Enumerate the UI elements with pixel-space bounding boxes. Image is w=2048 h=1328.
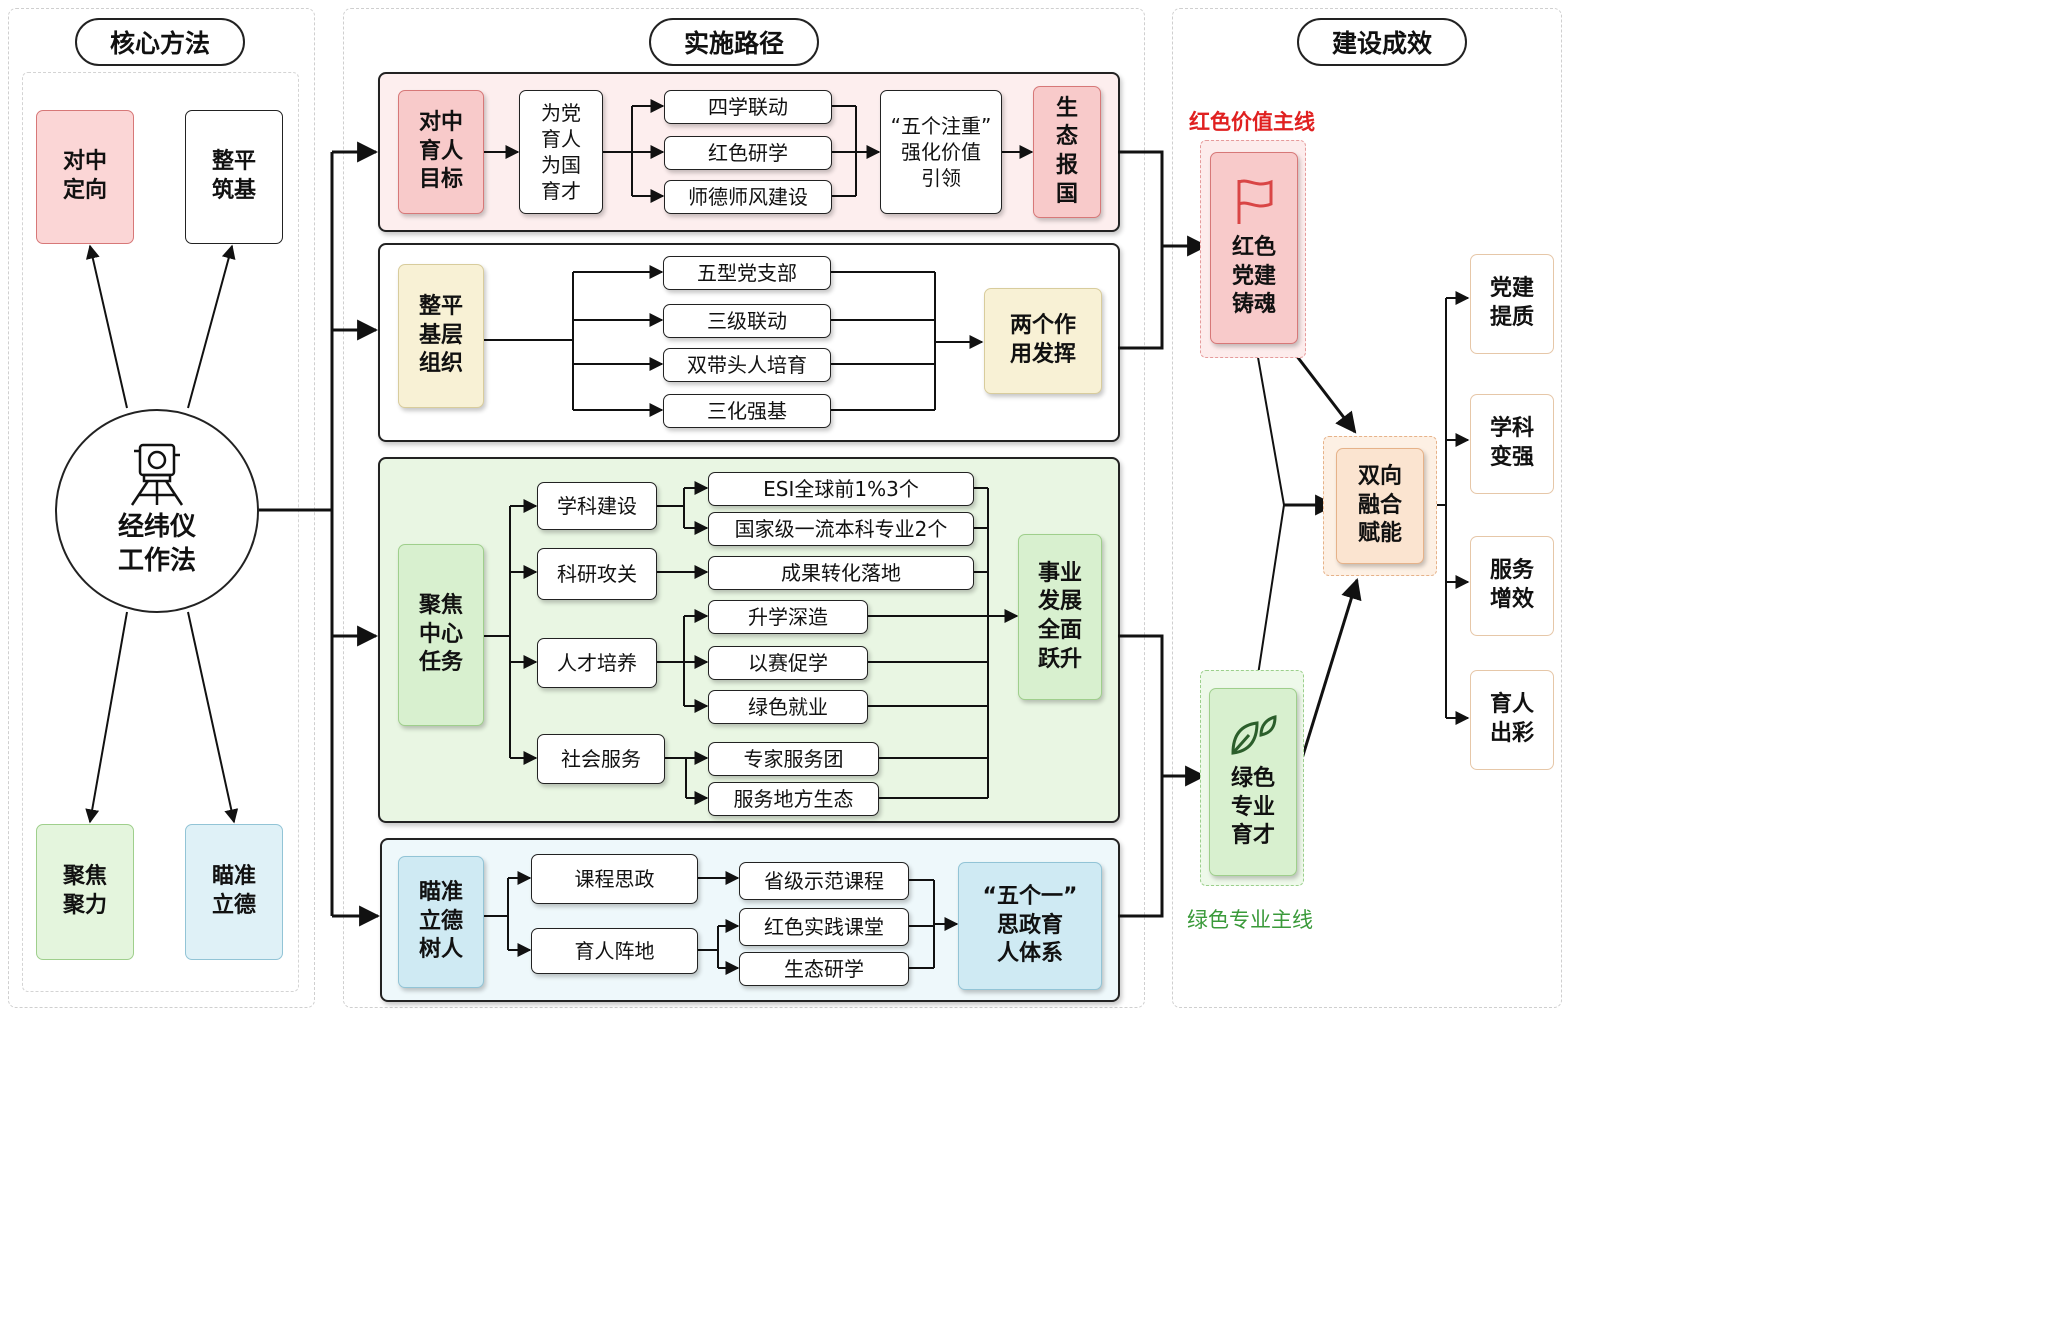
core-methods-inner-frame bbox=[22, 72, 299, 992]
s3-category-2: 人才培养 bbox=[537, 638, 657, 688]
s3-title: 聚焦 中心 任务 bbox=[398, 544, 484, 726]
s2-item-3: 三化强基 bbox=[663, 394, 831, 428]
s1-item-2: 师德师风建设 bbox=[664, 180, 832, 214]
s3-outcome: 事业 发展 全面 跃升 bbox=[1018, 534, 1102, 700]
s4-category-0: 课程思政 bbox=[531, 854, 698, 904]
s4-category-1: 育人阵地 bbox=[531, 928, 698, 974]
green-line-caption: 绿色专业主线 bbox=[1187, 908, 1313, 932]
s3-item-7: 服务地方生态 bbox=[708, 782, 879, 816]
s1-purpose: 为党 育人 为国 育才 bbox=[519, 90, 603, 214]
implementation-path-header: 实施路径 bbox=[649, 18, 819, 66]
s2-item-2: 双带头人培育 bbox=[663, 348, 831, 382]
s1-item-1: 红色研学 bbox=[664, 136, 832, 170]
s4-title: 瞄准 立德 树人 bbox=[398, 856, 484, 988]
s3-item-5: 绿色就业 bbox=[708, 690, 868, 724]
s3-item-2: 成果转化落地 bbox=[708, 556, 974, 590]
s2-outcome: 两个作 用发挥 bbox=[984, 288, 1102, 394]
s1-result: 生 态 报 国 bbox=[1033, 86, 1101, 218]
s2-item-0: 五型党支部 bbox=[663, 256, 831, 290]
s3-category-0: 学科建设 bbox=[537, 482, 657, 530]
implementation-path-column bbox=[343, 8, 1145, 1008]
core-method-circle: 经纬仪 工作法 bbox=[55, 409, 259, 613]
leaf-icon bbox=[1231, 715, 1277, 755]
output-education-excellence: 育人 出彩 bbox=[1470, 670, 1554, 770]
core-methods-column bbox=[8, 8, 315, 1008]
s4-item-0: 省级示范课程 bbox=[739, 862, 909, 900]
core-box-leveling: 整平 筑基 bbox=[185, 110, 283, 244]
s3-item-6: 专家服务团 bbox=[708, 742, 879, 776]
construction-results-column bbox=[1172, 8, 1562, 1008]
output-service-efficiency: 服务 增效 bbox=[1470, 536, 1554, 636]
core-methods-header: 核心方法 bbox=[75, 18, 245, 66]
green-professional-box: 绿色 专业 育才 bbox=[1209, 688, 1297, 876]
core-method-title: 经纬仪 工作法 bbox=[117, 512, 196, 576]
s2-title: 整平 基层 组织 bbox=[398, 264, 484, 408]
core-box-aiming: 瞄准 立德 bbox=[185, 824, 283, 960]
s1-title: 对中 育人 目标 bbox=[398, 90, 484, 214]
theodolite-icon bbox=[130, 443, 184, 506]
s2-item-1: 三级联动 bbox=[663, 304, 831, 338]
s1-item-0: 四学联动 bbox=[664, 90, 832, 124]
s4-item-2: 生态研学 bbox=[739, 952, 909, 986]
core-box-targeting: 对中 定向 bbox=[36, 110, 134, 244]
core-box-focusing: 聚焦 聚力 bbox=[36, 824, 134, 960]
s3-item-4: 以赛促学 bbox=[708, 646, 868, 680]
construction-results-header: 建设成效 bbox=[1297, 18, 1467, 66]
output-party-quality: 党建 提质 bbox=[1470, 254, 1554, 354]
output-discipline-strength: 学科 变强 bbox=[1470, 394, 1554, 494]
s3-item-3: 升学深造 bbox=[708, 600, 868, 634]
red-party-box: 红色 党建 铸魂 bbox=[1210, 152, 1298, 344]
red-line-caption: 红色价值主线 bbox=[1189, 110, 1315, 134]
s4-item-1: 红色实践课堂 bbox=[739, 908, 909, 946]
two-way-fusion-box: 双向 融合 赋能 bbox=[1336, 448, 1424, 564]
green-professional-label: 绿色 专业 育才 bbox=[1230, 766, 1275, 849]
s3-category-3: 社会服务 bbox=[537, 734, 665, 784]
connector-lines bbox=[85, 99, 1470, 975]
s3-category-1: 科研攻关 bbox=[537, 548, 657, 600]
s3-item-1: 国家级一流本科专业2个 bbox=[708, 512, 974, 546]
s1-outcome: “五个注重” 强化价值 引领 bbox=[880, 90, 1002, 214]
red-party-label: 红色 党建 铸魂 bbox=[1231, 235, 1276, 318]
s4-outcome: “五个一” 思政育 人体系 bbox=[958, 862, 1102, 990]
flag-icon bbox=[1237, 179, 1273, 225]
s3-item-0: ESI全球前1%3个 bbox=[708, 472, 974, 506]
